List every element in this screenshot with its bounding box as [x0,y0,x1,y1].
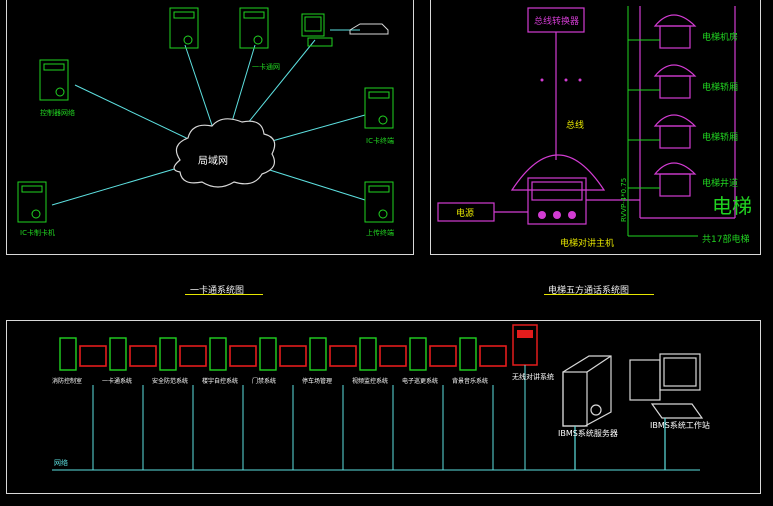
server-label: IBMS系统服务器 [558,429,618,438]
workstation-label: 一卡通系统 [102,378,133,385]
host-dome [510,154,606,191]
host-box [527,177,587,225]
lan-node-label: 上传终端 [366,229,394,237]
workstation-unit [109,337,157,470]
floor-label: 电梯机房 [702,33,739,43]
workstation-label: 电子巡更系统 [402,378,439,385]
workstation-label: 楼宇自控系统 [202,378,239,385]
lan-node-label: 控制器网络 [40,109,75,117]
workstation-icon [629,353,704,470]
monitor-icon [379,345,407,367]
monitor-icon [79,345,107,367]
workstation-unit [359,337,407,470]
lan-caption-underline [185,294,263,295]
tower-icon [359,337,377,371]
tower-icon [209,337,227,371]
bus-label: 总线 [566,121,585,131]
monitor-icon [129,345,157,367]
monitor-icon [279,345,307,367]
floor-label: 电梯轿厢 [702,83,739,93]
workstation-unit [159,337,207,470]
workstation-label: 视频监控系统 [352,378,389,385]
tower-icon [309,337,327,371]
workstation-unit [209,337,257,470]
lan-node-icons [17,7,394,223]
workstation-panel [6,320,761,494]
tower-icon [109,337,127,371]
monitor-icon [329,345,357,367]
host-label: 电梯对讲主机 [560,239,615,249]
workstation-label: 消防控制室 [52,378,83,385]
card-reader-icon [349,23,389,35]
total-elevators-label: 共17部电梯 [702,235,750,245]
workstation-label: IBMS系统工作站 [650,421,710,430]
workstation-unit [409,337,457,470]
workstation-unit [309,337,357,470]
power-label: 电源 [456,209,475,219]
tower-icon [409,337,427,371]
workstation-label: 安全防范系统 [152,378,189,385]
lan-cloud [173,118,276,188]
tower-icon [159,337,177,371]
monitor-icon [479,345,507,367]
elevator-big-label: 电梯 [712,194,752,218]
lan-panel [6,0,414,255]
wireless-intercom-icon [512,324,538,470]
lan-cloud-label: 局域网 [198,156,228,167]
lan-node-label: IC卡制卡机 [20,229,55,237]
workstation-unit [259,337,307,470]
server-icon [562,355,612,470]
monitor-icon [179,345,207,367]
lan-node-label: 一卡通网 [252,63,280,71]
elevator-caption: 电梯五方通话系统图 [548,286,630,296]
elevator-caption-underline [544,294,654,295]
workstation-unit [459,337,507,470]
monitor-icon [229,345,257,367]
floor-stations [653,14,697,197]
wireless-intercom-label: 无线对讲系统 [512,373,554,381]
tower-icon [259,337,277,371]
workstation-label: 门禁系统 [252,378,277,385]
network-bus-label: 网络 [54,459,68,467]
monitor-icon [429,345,457,367]
workstation-unit [59,337,107,470]
workstation-row [59,337,507,470]
floor-label: 电梯轿厢 [702,133,739,143]
floor-label: 电梯井道 [702,179,739,189]
lan-caption: 一卡通系统图 [190,286,245,296]
lan-node-label: IC卡终端 [366,137,394,145]
workstation-label: 背景音乐系统 [452,378,489,385]
bus-converter-label: 总线转换器 [534,17,580,27]
tower-icon [59,337,77,371]
elevator-panel [430,0,761,255]
tower-icon [459,337,477,371]
workstation-label: 停车场管理 [302,378,333,385]
